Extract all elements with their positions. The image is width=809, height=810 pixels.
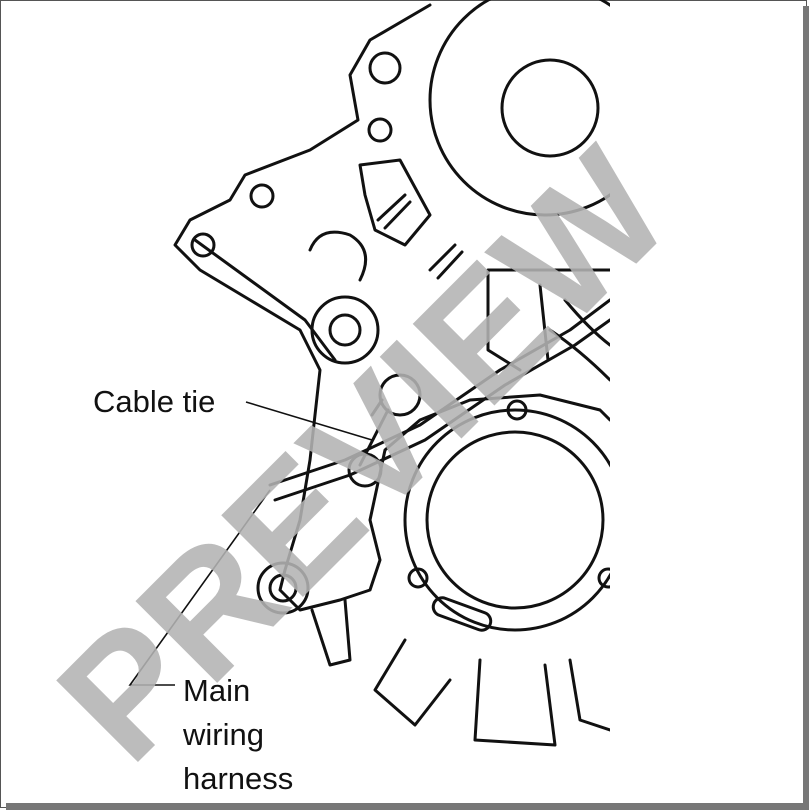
bolt <box>376 193 412 230</box>
frame-shadow-right <box>803 6 809 810</box>
bore-circle <box>500 58 600 158</box>
harness-leader <box>128 489 271 686</box>
hole <box>407 567 429 589</box>
harness-label-line1: Main <box>183 673 251 708</box>
hole <box>597 567 610 589</box>
pin <box>428 243 464 280</box>
lower-bore-inner <box>425 430 605 610</box>
bracket <box>358 158 432 247</box>
round-boss <box>378 373 422 417</box>
hole <box>368 51 402 85</box>
harness <box>268 298 610 487</box>
idler-arm <box>308 230 368 282</box>
fin <box>473 658 557 747</box>
main-housing-circle <box>428 0 610 217</box>
idler-pulley <box>310 295 380 365</box>
strap <box>548 298 610 382</box>
harness <box>273 318 610 502</box>
preview-watermark: PREVIEW <box>23 114 704 795</box>
lower-pivot <box>256 561 310 615</box>
harness-label-line3: harness <box>183 761 294 796</box>
frame-shadow-bottom <box>6 803 809 810</box>
harness-label-line2: wiring <box>183 717 264 752</box>
hole <box>249 183 275 209</box>
hole <box>506 399 528 421</box>
lower-bore-outer <box>403 408 610 632</box>
cable-tie-leader <box>245 401 373 441</box>
slot <box>431 596 493 632</box>
inner-flange <box>193 238 337 362</box>
fin <box>373 638 452 727</box>
lower-pivot-hub <box>268 573 298 603</box>
upper-bracket <box>486 268 610 372</box>
idler-hub <box>328 313 362 347</box>
hole <box>190 232 216 258</box>
fin <box>568 658 610 732</box>
fin <box>310 598 352 667</box>
hole <box>367 117 393 143</box>
cable-tie-label: Cable tie <box>93 384 216 419</box>
